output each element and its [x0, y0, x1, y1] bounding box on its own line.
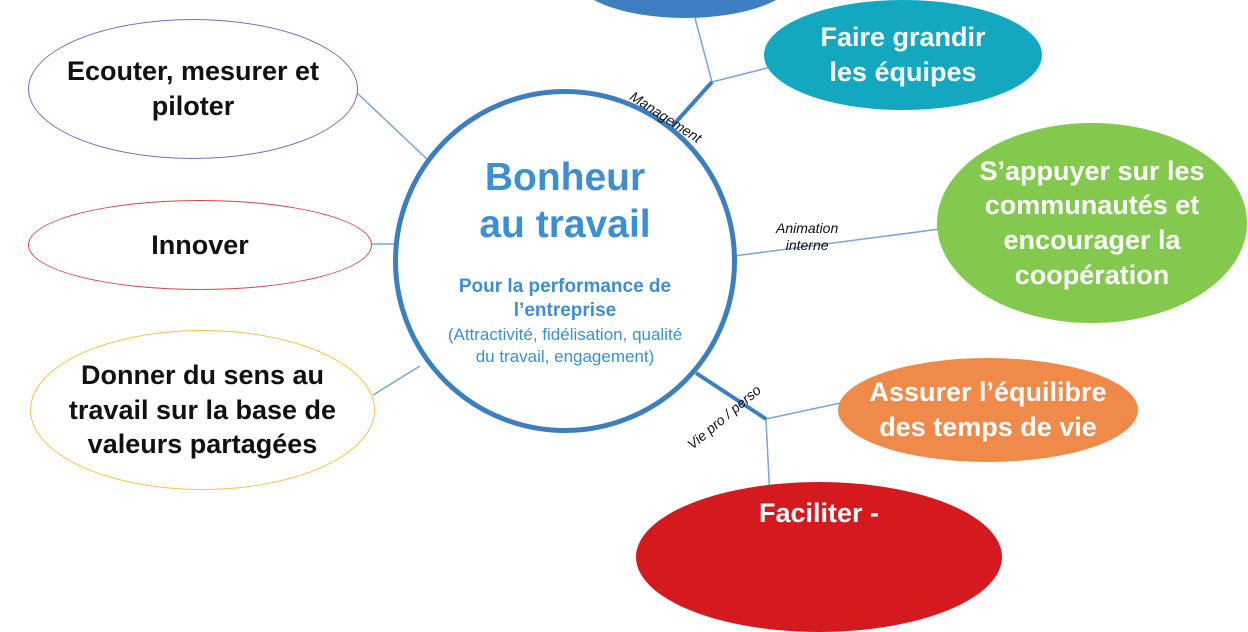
node-communities-line2: communautés et: [984, 190, 1200, 221]
branch-label-animation: Animation interne: [776, 220, 838, 254]
center-node: Bonheur au travail Pour la performance d…: [393, 89, 737, 433]
node-facilitate-line1: Faciliter -: [758, 498, 880, 528]
node-listen-line1: Ecouter, mesurer et: [66, 56, 320, 87]
connector-management-b: [711, 65, 776, 83]
node-grow-line2: les équipes: [829, 57, 977, 87]
center-title-line1: Bonheur: [484, 155, 646, 199]
connector-listen: [355, 91, 429, 161]
node-listen-measure: Ecouter, mesurer et piloter: [28, 19, 358, 159]
connector-lines: [355, 17, 941, 501]
node-balance-line1: Assurer l’équilibre: [869, 377, 1107, 408]
center-subtitle-line1: Pour la performance de: [458, 275, 672, 297]
node-facilitate: Faciliter -: [636, 482, 1002, 632]
node-grow-teams: Faire grandir les équipes: [764, 0, 1042, 110]
node-innovate: Innover: [28, 200, 372, 290]
node-grow-line1: Faire grandir: [820, 22, 986, 53]
connector-management-a: [694, 17, 713, 83]
branch-label-animation-line2: interne: [785, 236, 829, 253]
node-balance-line2: des temps de vie: [879, 412, 1097, 442]
branch-label-animation-line1: Animation: [776, 220, 839, 236]
center-note-line1: (Attractivité, fidélisation, qualité: [447, 325, 683, 345]
center-subtitle-line2: l’entreprise: [513, 300, 617, 322]
node-innovate-line1: Innover: [151, 229, 249, 260]
node-meaning-values: Donner du sens au travail sur la base de…: [30, 330, 375, 490]
node-meaning-line3: valeurs partagées: [87, 429, 318, 460]
node-communities-line1: S’appuyer sur les: [979, 155, 1205, 186]
node-communities: S’appuyer sur les communautés et encoura…: [937, 123, 1247, 323]
branch-management: [665, 80, 714, 134]
node-meaning-line2: travail sur la base de: [68, 394, 337, 425]
node-balance: Assurer l’équilibre des temps de vie: [838, 358, 1138, 462]
node-communities-line3: encourager la: [1003, 225, 1181, 255]
connector-meaning: [372, 365, 421, 396]
center-note-line2: du travail, engagement): [475, 347, 655, 367]
connector-vie-a: [765, 401, 846, 420]
branch-vie: [694, 371, 768, 421]
node-listen-line2: piloter: [151, 91, 235, 121]
connector-animation: [733, 228, 941, 257]
center-title-line2: au travail: [479, 203, 651, 247]
node-communities-line4: coopération: [1014, 259, 1170, 290]
node-meaning-line1: Donner du sens au: [80, 360, 325, 391]
